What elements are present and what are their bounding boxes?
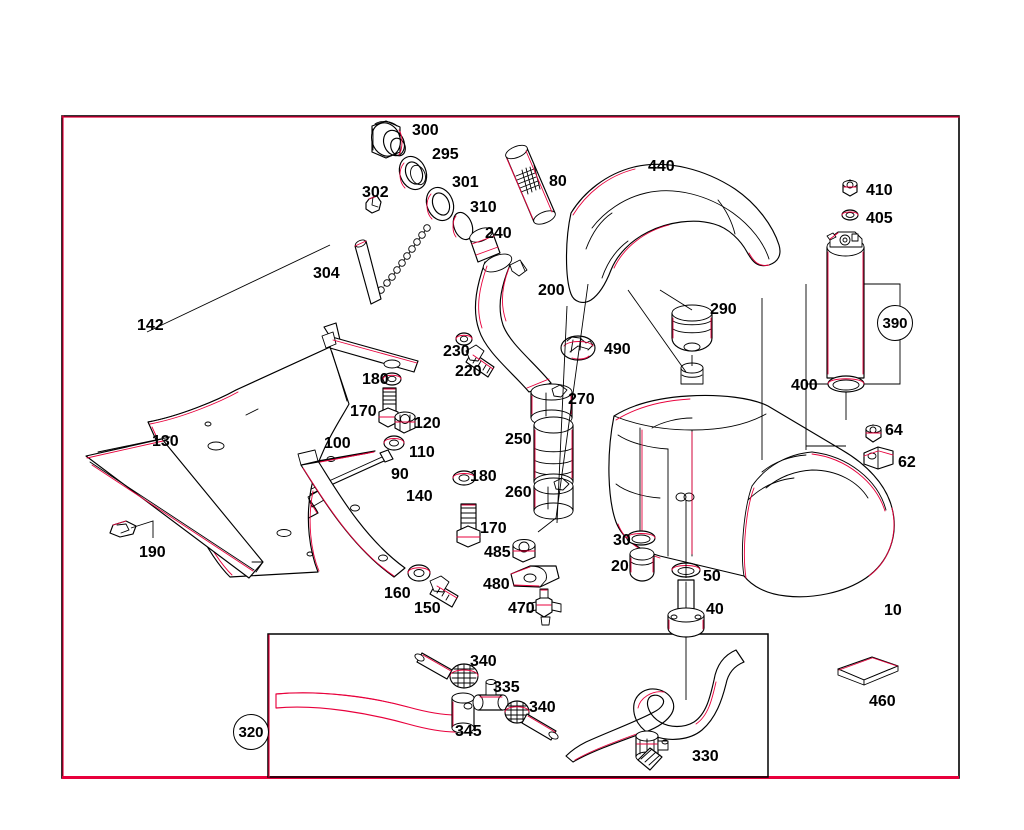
callout-balloon-390: 390: [877, 305, 913, 341]
callout-label-300: 300: [412, 122, 439, 139]
callout-label-290: 290: [710, 301, 737, 318]
callout-label-460: 460: [869, 693, 896, 710]
callout-label-220: 220: [455, 363, 482, 380]
callout-label-150: 150: [414, 600, 441, 617]
callout-label-440: 440: [648, 158, 675, 175]
callout-label-20: 20: [611, 558, 629, 575]
callout-label-40: 40: [706, 601, 724, 618]
callout-label-485: 485: [484, 544, 511, 561]
callout-label-100: 100: [324, 435, 351, 452]
callout-label-270: 270: [568, 391, 595, 408]
callout-label-490: 490: [604, 341, 631, 358]
callout-label-330: 330: [692, 748, 719, 765]
callout-label-50: 50: [703, 568, 721, 585]
callout-label-240: 240: [485, 225, 512, 242]
callout-label-142: 142: [137, 317, 164, 334]
callout-label-480: 480: [483, 576, 510, 593]
callout-label-335: 335: [493, 679, 520, 696]
callout-label-170: 170: [480, 520, 507, 537]
callout-label-470: 470: [508, 600, 535, 617]
callout-label-170: 170: [350, 403, 377, 420]
callout-label-340: 340: [470, 653, 497, 670]
callout-label-304: 304: [313, 265, 340, 282]
callout-label-10: 10: [884, 602, 902, 619]
callout-label-110: 110: [409, 444, 435, 461]
callout-label-80: 80: [549, 173, 567, 190]
callout-label-62: 62: [898, 454, 916, 471]
callout-label-200: 200: [538, 282, 565, 299]
callout-label-340: 340: [529, 699, 556, 716]
callout-label-295: 295: [432, 146, 459, 163]
callout-label-410: 410: [866, 182, 893, 199]
callout-balloon-320: 320: [233, 714, 269, 750]
callout-label-405: 405: [866, 210, 893, 227]
callout-label-64: 64: [885, 422, 903, 439]
callout-label-180: 180: [470, 468, 497, 485]
callout-label-190: 190: [139, 544, 166, 561]
callout-label-180: 180: [362, 371, 389, 388]
callout-label-90: 90: [391, 466, 409, 483]
callout-label-160: 160: [384, 585, 411, 602]
callout-label-302: 302: [362, 184, 389, 201]
callout-label-250: 250: [505, 431, 532, 448]
callout-label-140: 140: [406, 488, 433, 505]
callout-label-120: 120: [414, 415, 441, 432]
callout-label-230: 230: [443, 343, 470, 360]
callout-label-400: 400: [791, 377, 818, 394]
callout-label-260: 260: [505, 484, 532, 501]
callout-label-345: 345: [455, 723, 482, 740]
callout-label-30: 30: [613, 532, 631, 549]
callout-label-301: 301: [452, 174, 479, 191]
callout-label-310: 310: [470, 199, 497, 216]
callout-label-130: 130: [152, 433, 179, 450]
